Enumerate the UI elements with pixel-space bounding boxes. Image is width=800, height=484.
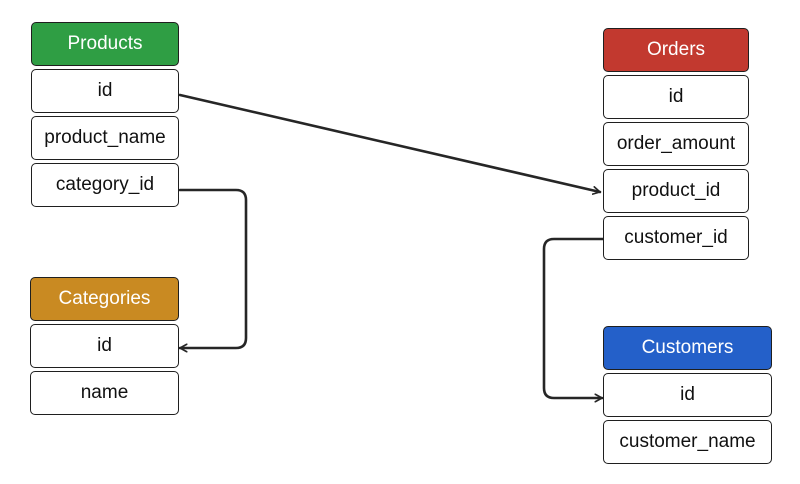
table-header-customers[interactable]: Customers xyxy=(603,326,772,370)
relation-orders-customer-id-to-customers-id xyxy=(542,237,606,398)
field-categories-id[interactable]: id xyxy=(30,324,179,368)
relation-products-id-to-orders-product-id xyxy=(178,93,602,192)
field-orders-customer-id[interactable]: customer_id xyxy=(603,216,749,260)
field-customers-customer-name[interactable]: customer_name xyxy=(603,420,772,464)
field-orders-id[interactable]: id xyxy=(603,75,749,119)
table-header-products[interactable]: Products xyxy=(31,22,179,66)
field-products-id[interactable]: id xyxy=(31,69,179,113)
table-header-categories[interactable]: Categories xyxy=(30,277,179,321)
field-orders-order-amount[interactable]: order_amount xyxy=(603,122,749,166)
field-customers-id[interactable]: id xyxy=(603,373,772,417)
field-products-product-name[interactable]: product_name xyxy=(31,116,179,160)
field-orders-product-id[interactable]: product_id xyxy=(603,169,749,213)
field-categories-name[interactable]: name xyxy=(30,371,179,415)
table-header-orders[interactable]: Orders xyxy=(603,28,749,72)
field-products-category-id[interactable]: category_id xyxy=(31,163,179,207)
relation-products-category-id-to-categories-id xyxy=(178,188,248,348)
